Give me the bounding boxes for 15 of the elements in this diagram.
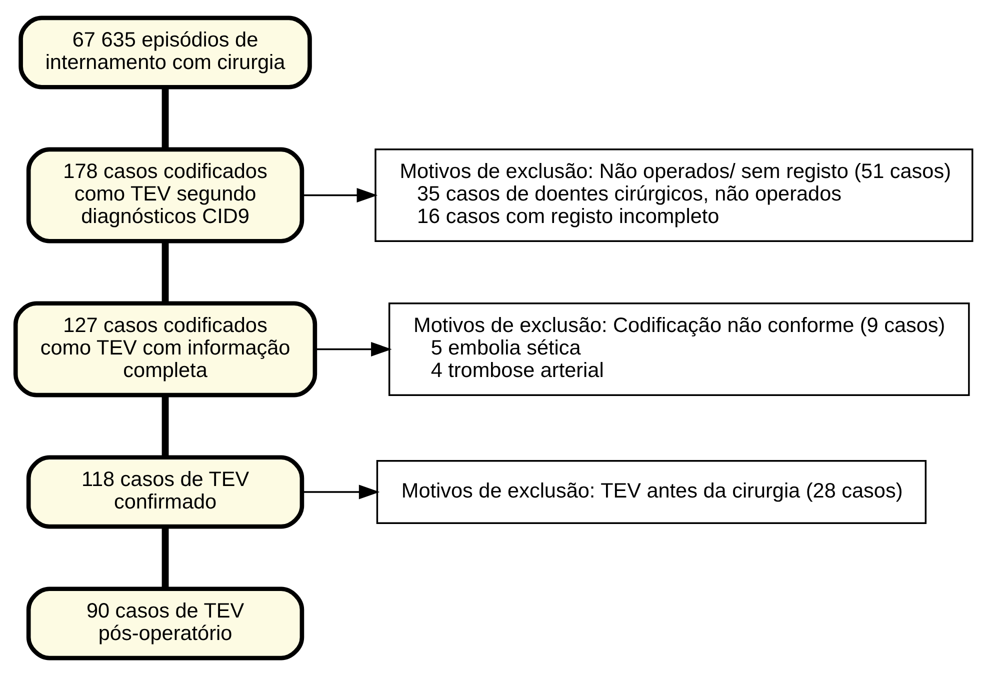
node-box: Motivos de exclusão: Codificação não conforme (9 casos) 5 embolia sética 4 trombose arterial: [388, 302, 970, 396]
arrow: [315, 342, 392, 357]
node-box: 67 635 episódios de internamento com cirurgia: [18, 16, 312, 90]
connector: [162, 241, 169, 303]
node-box: 127 casos codificados como TEV com informação completa: [13, 301, 318, 398]
connector: [162, 526, 169, 588]
arrow: [302, 484, 380, 500]
connector: [162, 87, 169, 150]
node-box: 178 casos codificados como TEV segundo diagnósticos CID9: [26, 147, 304, 244]
node-box: Motivos de exclusão: Não operados/ sem registo (51 casos) 35 casos de doentes cirúrgicos, não operados 16 casos com registo incompleto: [374, 148, 974, 242]
connector: [162, 396, 169, 457]
arrow: [302, 188, 378, 203]
node-box: 90 casos de TEV pós-operatório: [26, 586, 304, 660]
node-box: Motivos de exclusão: TEV antes da cirurgia (28 casos): [376, 460, 927, 524]
node-box: 118 casos de TEV confirmado: [26, 455, 304, 529]
